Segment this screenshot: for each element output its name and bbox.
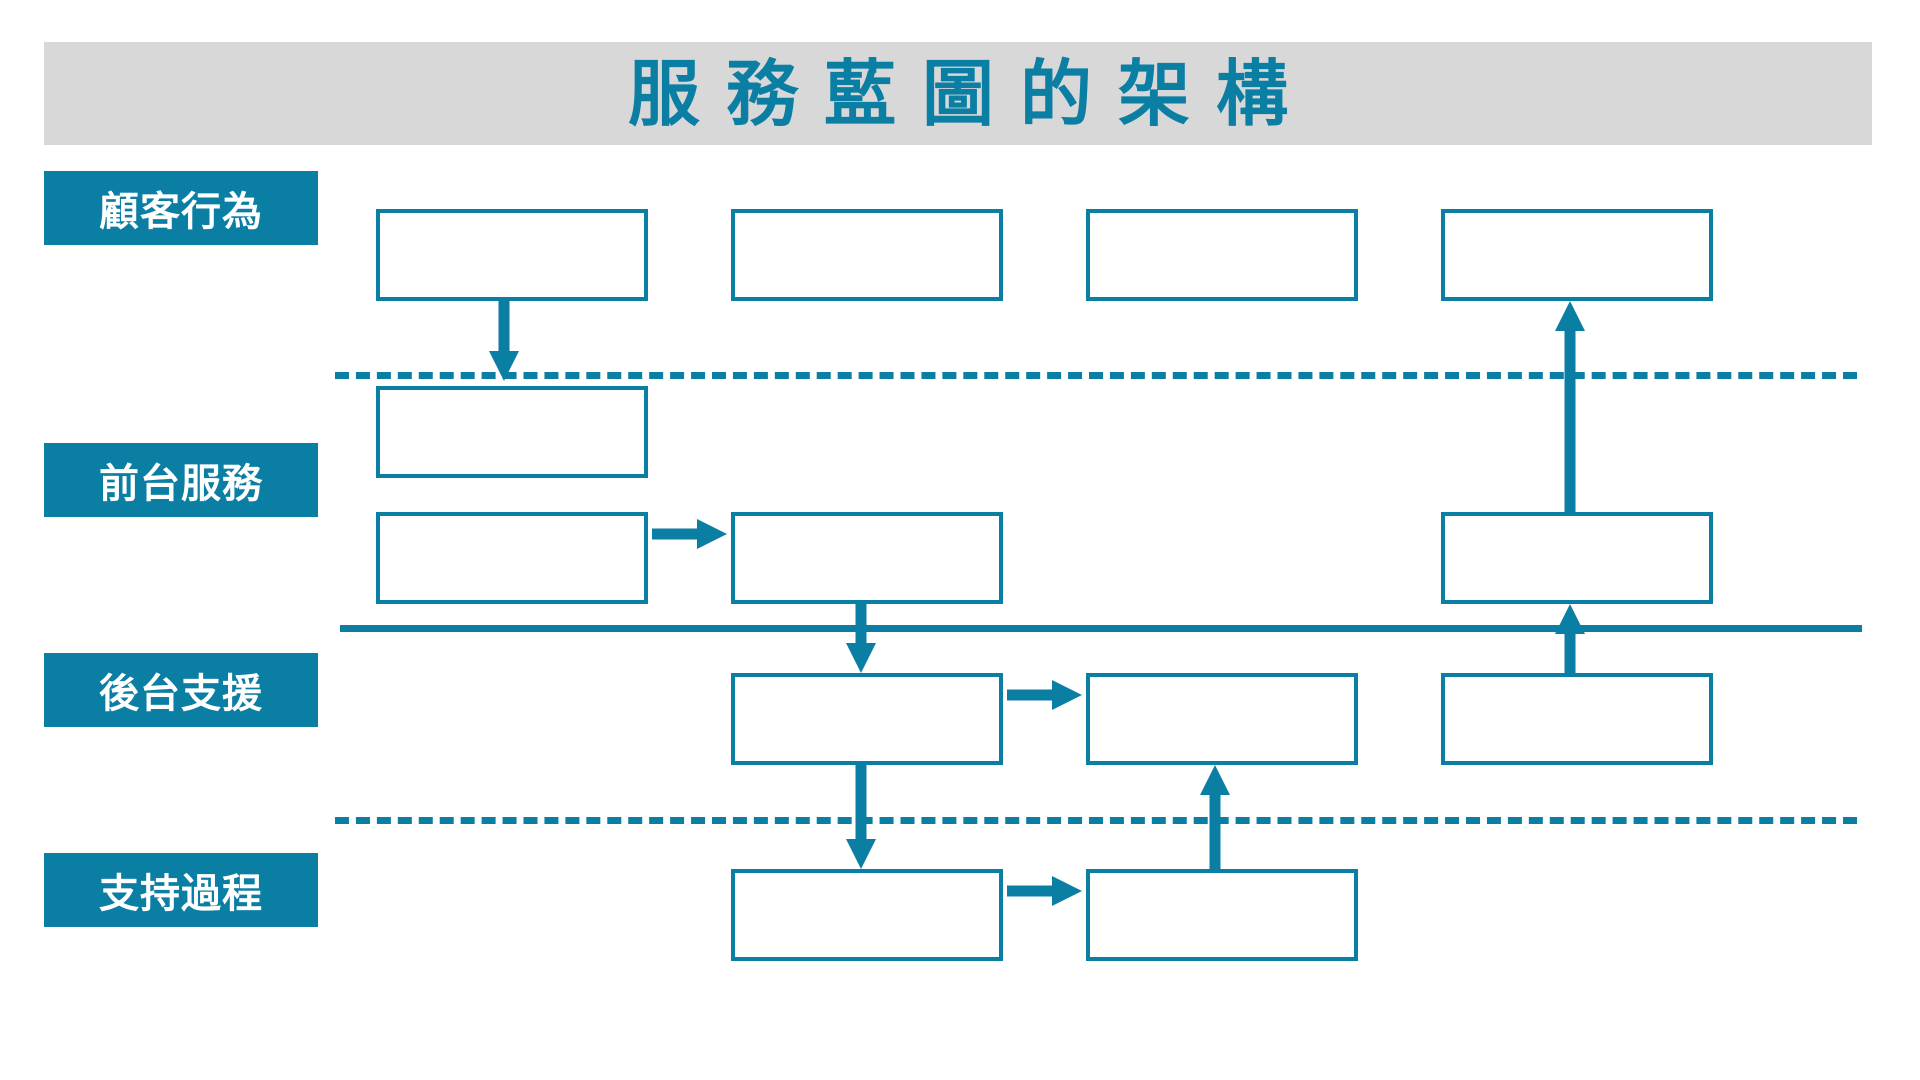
arrow-arrow-backstage3-to-backstage4 (1007, 680, 1082, 710)
arrow-arrow-support2-to-backstage3 (1200, 765, 1230, 869)
process-box-backstage-4[interactable] (1441, 673, 1713, 765)
arrow-arrow-backstage2-to-support1 (846, 765, 876, 869)
arrow-arrow-frontstage2-to-backstage2 (846, 604, 876, 673)
process-box-frontstage-lower-1[interactable] (376, 512, 648, 604)
lane-label-frontstage-service: 前台服務 (44, 443, 318, 517)
page-title: 服務藍圖的架構 (627, 51, 1314, 136)
lane-label-customer-actions: 顧客行為 (44, 171, 318, 245)
arrow-arrow-customer1-to-frontstage (489, 301, 519, 381)
process-box-frontstage-upper-1[interactable] (376, 386, 648, 478)
process-box-support-process-1[interactable] (731, 869, 1003, 961)
arrow-arrow-backstage4-to-frontstage4 (1555, 604, 1585, 673)
process-box-customer-action-1[interactable] (376, 209, 648, 301)
process-box-customer-action-2[interactable] (731, 209, 1003, 301)
separator-line-of-internal-interaction (335, 817, 1857, 824)
process-box-backstage-2[interactable] (731, 673, 1003, 765)
title-band (44, 42, 1872, 145)
process-box-frontstage-lower-2[interactable] (731, 512, 1003, 604)
arrow-arrow-frontstage-to-customer4 (1555, 301, 1585, 513)
separator-line-of-interaction (335, 372, 1857, 379)
process-box-customer-action-3[interactable] (1086, 209, 1358, 301)
arrow-arrow-frontstage1-to-frontstage2 (652, 519, 727, 549)
process-box-support-process-2[interactable] (1086, 869, 1358, 961)
process-box-backstage-3[interactable] (1086, 673, 1358, 765)
process-box-frontstage-lower-4[interactable] (1441, 512, 1713, 604)
arrow-arrow-support1-to-support2 (1007, 876, 1082, 906)
lane-label-backstage-support: 後台支援 (44, 653, 318, 727)
separator-line-of-visibility (340, 625, 1862, 632)
process-box-customer-action-4[interactable] (1441, 209, 1713, 301)
lane-label-support-processes: 支持過程 (44, 853, 318, 927)
